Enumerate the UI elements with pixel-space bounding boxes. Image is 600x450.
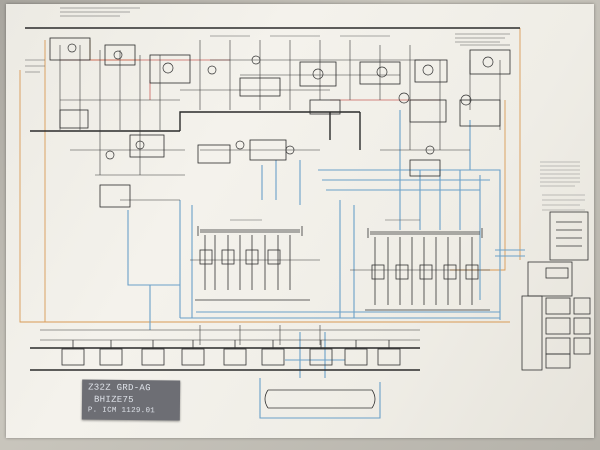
blue-wiring — [127, 110, 525, 419]
bottom-vessel — [264, 389, 376, 409]
bus-bar-right — [365, 228, 490, 311]
schematic-sheet: Z32Z GRD-AG BHIZE75 P. ICM 1129.01 — [6, 4, 594, 438]
label-sticker: Z32Z GRD-AG BHIZE75 P. ICM 1129.01 — [81, 379, 181, 421]
top-components — [49, 37, 511, 208]
legend-lines — [540, 161, 585, 211]
detail-wiring — [40, 40, 501, 345]
black-wiring — [25, 27, 520, 371]
schematic-diagram — [19, 7, 591, 419]
red-wiring — [60, 59, 440, 101]
bottom-breaker-row — [61, 340, 401, 366]
contact-clusters — [67, 43, 494, 160]
sticker-line-1: Z32Z GRD-AG — [88, 382, 151, 394]
sticker-line-3: P. ICM 1129.01 — [87, 406, 156, 416]
fine-print-marks — [25, 7, 510, 221]
sticker-line-2: BHIZE75 — [93, 394, 134, 406]
cabinet-panel — [521, 211, 591, 371]
bus-bar-left — [195, 226, 310, 301]
